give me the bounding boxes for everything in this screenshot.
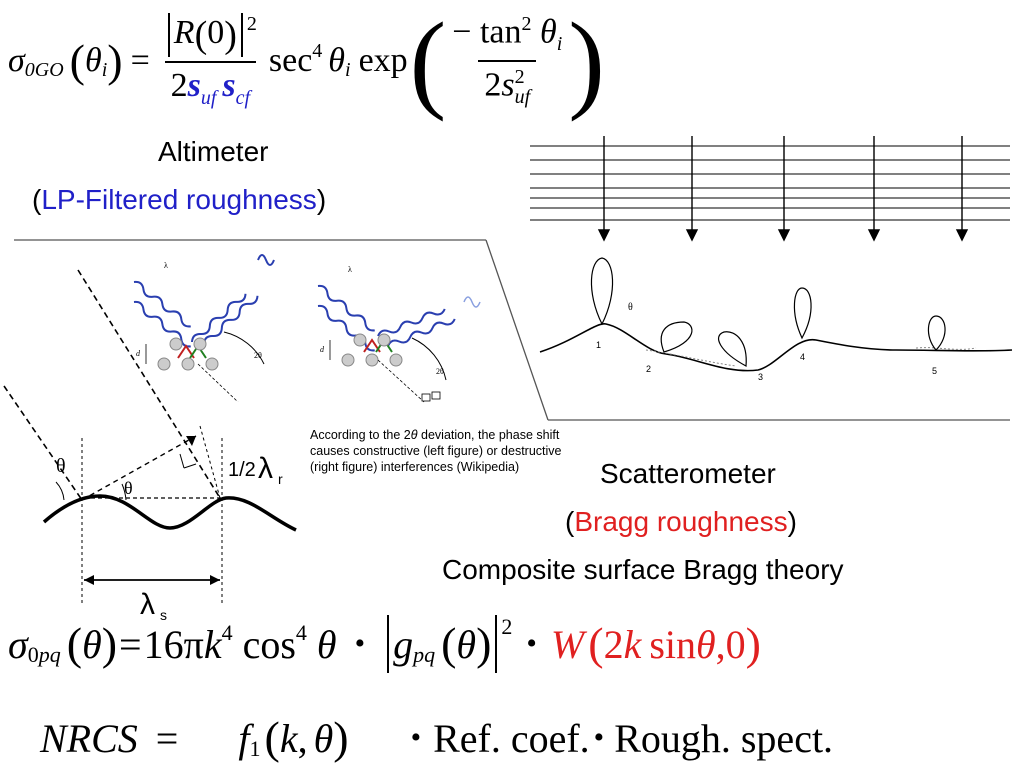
bragg-left-2theta: 2θ — [254, 351, 262, 360]
bragg-right-lambda: λ — [348, 265, 352, 274]
facet-label-5: 5 — [932, 366, 937, 376]
scattering-lobe-1 — [590, 257, 614, 326]
long-wave-surface — [42, 494, 297, 532]
lambda-s-label: λ — [140, 588, 155, 621]
lambda-s-sub: s — [160, 607, 167, 623]
altimeter-subtitle-line: (LP-Filtered roughness) — [32, 184, 327, 215]
equation-bragg: σ 0 pq ( θ ) = 16π k 4 cos 4 θ • g pq ( … — [8, 614, 761, 674]
bragg-left-d: d — [136, 349, 141, 358]
theta-label-mid: θ — [124, 478, 133, 498]
sigma-symbol: σ — [8, 42, 25, 79]
equation-nrcs: NRCS = f 1 ( k , θ ) • Ref. coef. • Roug… — [40, 712, 834, 763]
facet-label-4: 4 — [800, 352, 805, 362]
theta-arg: θ — [85, 42, 102, 79]
bragg-right-2theta: 2θ — [436, 367, 444, 376]
facet-theta-label: θ — [628, 302, 633, 313]
scattering-lobe-3 — [718, 331, 747, 367]
theta-label-left: θ — [56, 455, 66, 477]
rough-surface-lobes: θ 1 2 3 4 5 — [539, 257, 1013, 382]
exp-function: exp — [358, 42, 408, 79]
rough-surface-line — [539, 323, 1013, 372]
bragg-geometry-figure: θ θ 1/2 λ r λ s — [3, 269, 297, 623]
bragg-right-d: d — [320, 345, 325, 354]
bragg-roughness-label: Bragg roughness — [574, 506, 788, 537]
lambda-r-sub: r — [278, 471, 283, 487]
fraction-exponent: − tan2 θi 2s2uf — [452, 12, 563, 109]
scattering-lobe-5 — [927, 315, 946, 351]
scattering-lobe-2 — [660, 321, 693, 353]
scatterometer-subtitle-line: (Bragg roughness) — [565, 506, 797, 537]
roughness-spectrum-term: W ( 2 k sin θ ,0 ) — [550, 618, 761, 669]
lambda-r-label: λ — [258, 452, 273, 485]
bragg-caption: According to the 2θ deviation, the phase… — [310, 428, 562, 474]
bragg-destructive-figure: λ d 2θ — [317, 265, 481, 403]
sec-function: sec — [268, 42, 313, 79]
lp-filtered-roughness-label: LP-Filtered roughness — [41, 184, 317, 215]
bragg-constructive-figure: λ d 2θ — [133, 254, 275, 402]
ref-coef-label: Ref. coef. — [433, 715, 590, 761]
scattering-lobe-4 — [793, 287, 812, 340]
altimeter-title: Altimeter — [158, 136, 269, 167]
facet-label-1: 1 — [596, 340, 601, 350]
rough-spect-label: Rough. spect. — [614, 715, 834, 761]
scatterometer-title: Scatterometer — [600, 458, 776, 489]
half-label: 1/2 — [228, 459, 256, 481]
facet-label-2: 2 — [646, 364, 651, 374]
sigma-subscript: 0GO — [24, 58, 64, 81]
facet-label-3: 3 — [758, 372, 763, 382]
bragg-left-lambda: λ — [164, 261, 168, 270]
incident-wavefronts — [530, 136, 1010, 242]
composite-surface-theory: Composite surface Bragg theory — [442, 554, 844, 585]
equals-sign: = — [130, 42, 150, 79]
